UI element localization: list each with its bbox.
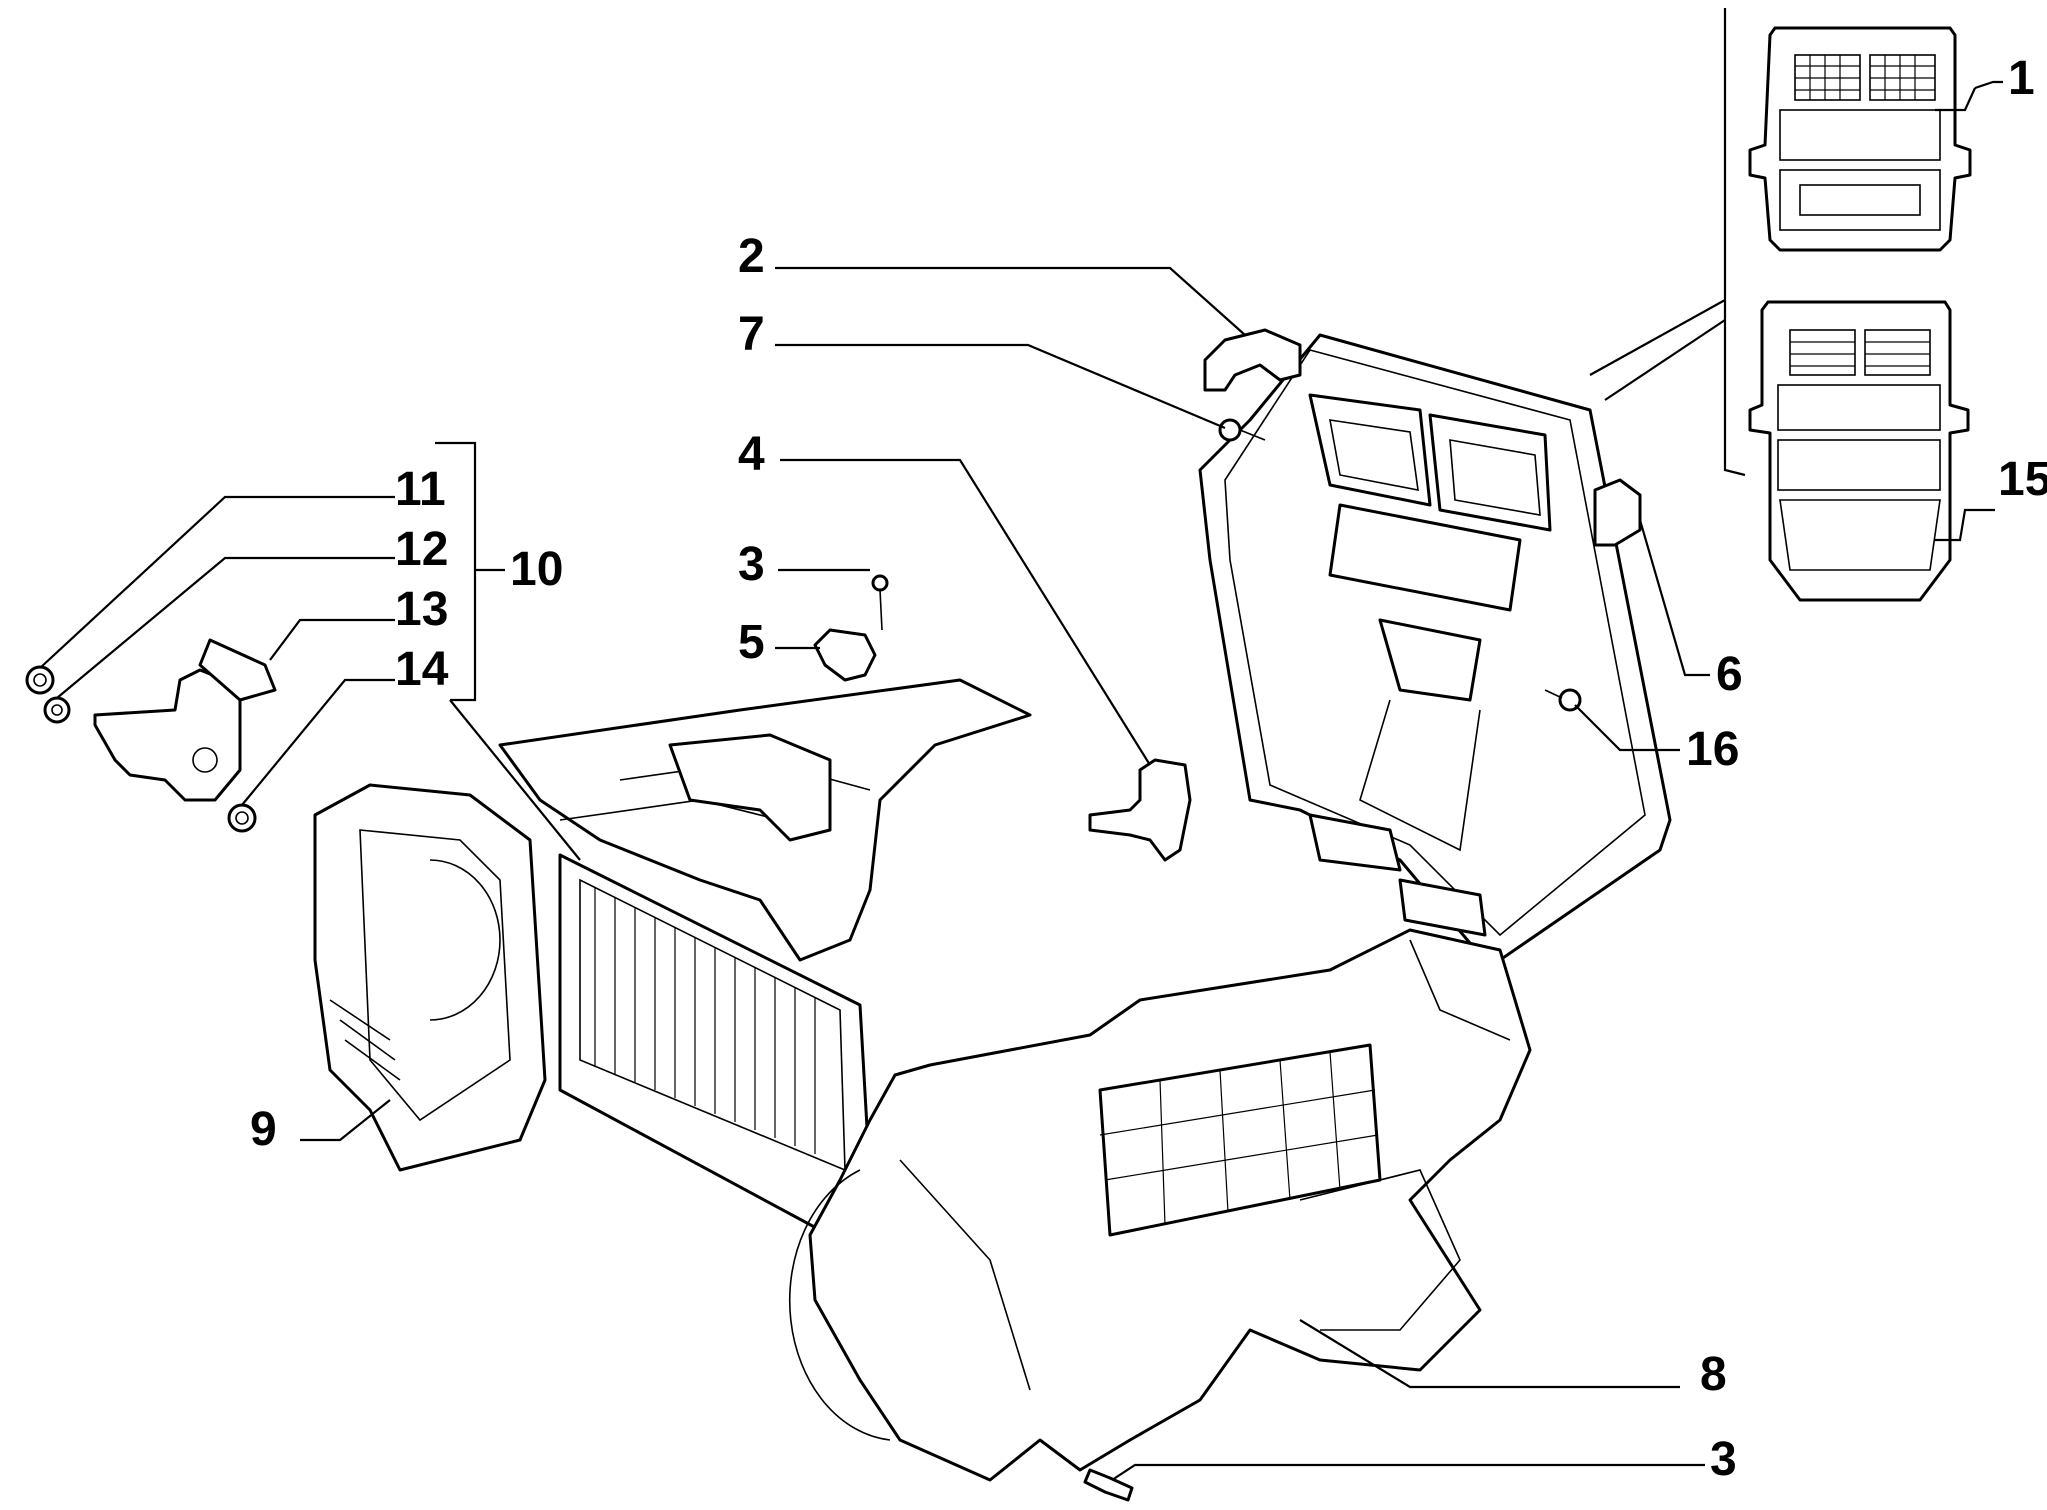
duct-housing: [1198, 333, 1672, 962]
callout-1: 1: [2008, 52, 2035, 105]
screw-part-7: [1218, 418, 1266, 442]
housing-part-8: [788, 928, 1532, 1482]
screw-part-3-lower: [1083, 1468, 1134, 1502]
callout-3-upper: 3: [738, 538, 765, 591]
callout-13: 13: [395, 583, 448, 636]
callout-14: 14: [395, 643, 449, 696]
nut-part-11: [25, 665, 55, 695]
callout-numbers: 1 2 3 3 4 5 6 7 8 9 10 11 12 13 14 15 16: [250, 52, 2047, 1486]
bracket-part-2: [1203, 328, 1302, 392]
leader-lines: [39, 8, 2003, 1481]
bracket-part-4: [1088, 758, 1192, 862]
valve-part-13: [93, 638, 277, 802]
callout-8: 8: [1700, 1348, 1727, 1401]
frame-upper: [498, 678, 1032, 962]
callout-12: 12: [395, 523, 448, 576]
callout-15: 15: [1998, 453, 2047, 506]
washer-part-12: [43, 696, 71, 724]
bracket-part-6: [1593, 478, 1642, 547]
callout-11: 11: [395, 463, 446, 516]
housing-part-9: [313, 783, 547, 1172]
callout-3-lower: 3: [1710, 1433, 1737, 1486]
callout-16: 16: [1686, 723, 1739, 776]
callout-6: 6: [1716, 648, 1743, 701]
callout-2: 2: [738, 230, 765, 283]
callout-7: 7: [738, 308, 765, 361]
vent-panel-part-15: [1748, 300, 1970, 602]
screw-part-3-upper: [871, 574, 889, 631]
callout-4: 4: [738, 428, 765, 481]
callout-5: 5: [738, 616, 765, 669]
callout-10: 10: [510, 543, 563, 596]
o-ring-part-14: [227, 803, 257, 833]
callout-9: 9: [250, 1103, 277, 1156]
clip-part-5: [813, 628, 877, 682]
vent-panel-part-1: [1748, 26, 1972, 252]
